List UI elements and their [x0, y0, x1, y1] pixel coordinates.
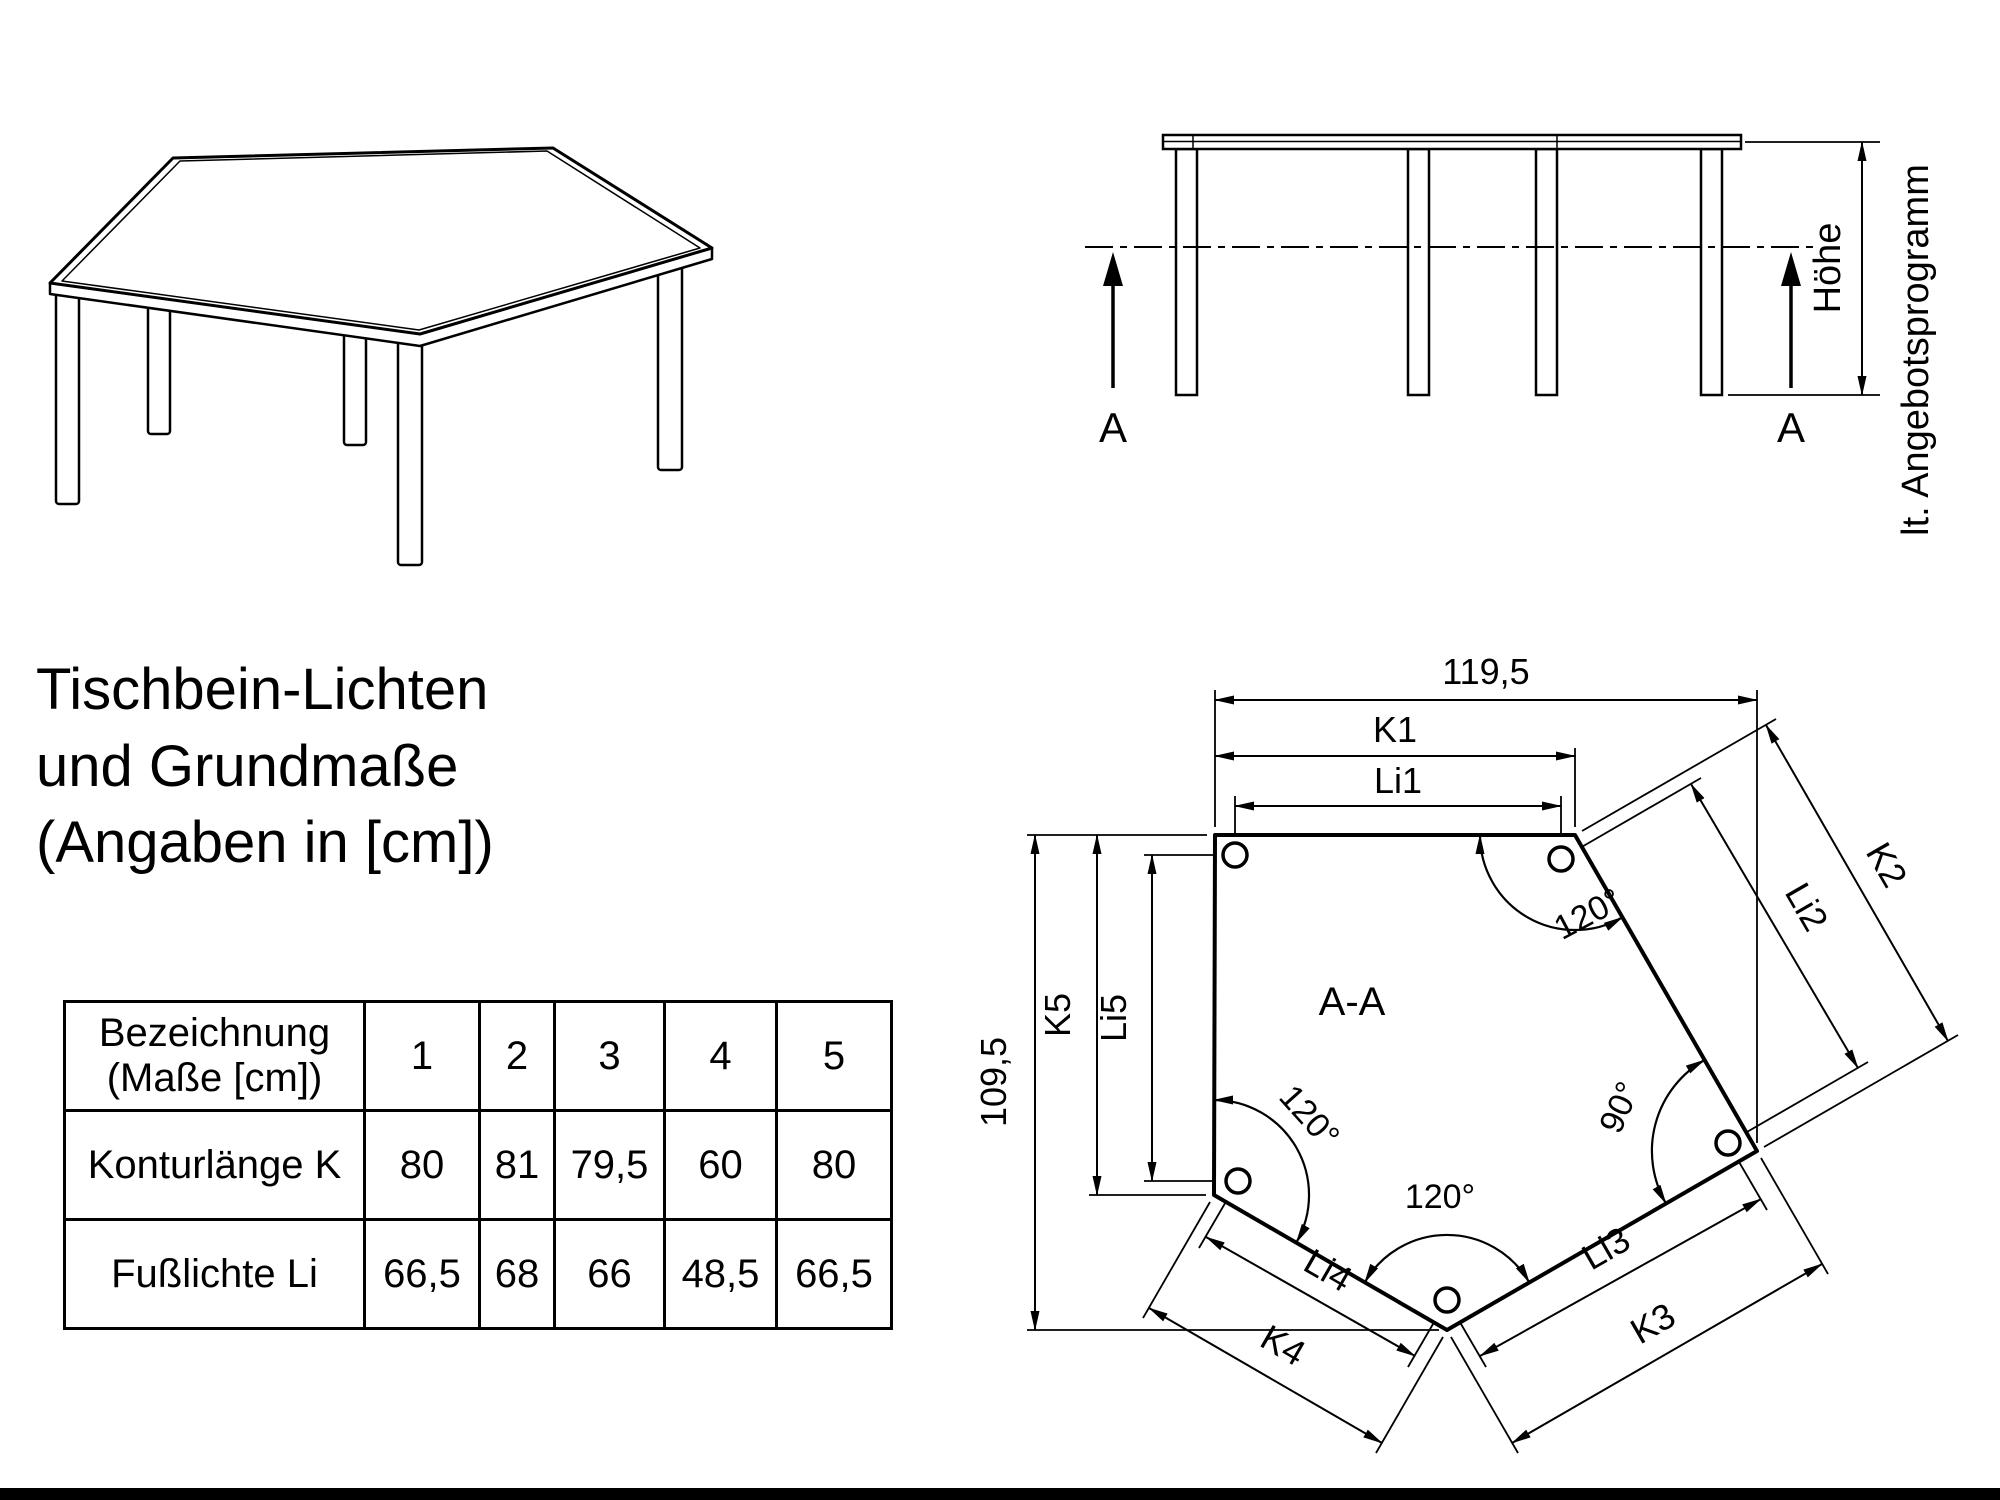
plan-view [1027, 690, 1959, 1454]
tabletop-rim-line [61, 150, 701, 331]
leg-circle [1714, 1129, 1742, 1157]
leg-circle [1224, 1167, 1252, 1195]
table-cell: 80 [775, 1109, 893, 1221]
dim-label-k4: K4 [1254, 1316, 1313, 1374]
table-header-cell: 4 [663, 1000, 778, 1112]
table-leg [1699, 147, 1724, 397]
table-leg [146, 304, 172, 436]
isometric-view [48, 146, 714, 567]
table-header-cell: 5 [775, 1000, 893, 1112]
title-line-1: Tischbein-Lichten [36, 657, 489, 722]
leg-circle [1221, 841, 1249, 869]
table-cell: 80 [363, 1109, 481, 1221]
table-cell: 66,5 [363, 1218, 481, 1330]
height-dim-label: Höhe [1807, 223, 1849, 314]
table-leg [1174, 147, 1199, 397]
side-elevation-view [1085, 133, 1880, 397]
table-row: Konturlänge K 80 81 79,5 60 80 [63, 1109, 893, 1221]
section-arrow-head [1781, 252, 1801, 286]
section-arrow-head [1103, 252, 1123, 286]
sheet-bottom-border [0, 1488, 2000, 1500]
table-header-row: Bezeichnung (Maße [cm]) 1 2 3 4 5 [63, 1000, 893, 1112]
table-leg [656, 252, 684, 472]
leg-circle [1433, 1286, 1461, 1314]
table-cell: 66 [553, 1218, 666, 1330]
dim-label-k2: K2 [1858, 835, 1916, 894]
table-leg [396, 339, 424, 567]
dim-label-k5: K5 [1037, 993, 1078, 1037]
section-label-right: A [1777, 404, 1805, 451]
dim-label-k1: K1 [1373, 709, 1417, 750]
dimension-lines [1030, 695, 1949, 1444]
angle-arc-120-top-right [1475, 834, 1624, 932]
header-label-line2: (Maße [cm]) [106, 1056, 323, 1100]
leg-circle [1547, 845, 1575, 873]
tabletop-top-face [48, 146, 714, 336]
table-cell: 68 [478, 1218, 556, 1330]
table-cell: 60 [663, 1109, 778, 1221]
angle-arc-90-right [1650, 1059, 1706, 1205]
dim-label-overall-height: 109,5 [973, 1037, 1014, 1127]
dim-label-li5: Li5 [1093, 994, 1134, 1042]
program-note-label: lt. Angebotsprogramm [1895, 164, 1937, 536]
title-line-3: (Angaben in [cm]) [36, 810, 494, 876]
section-label-left: A [1099, 404, 1127, 451]
angle-arcs [1213, 834, 1706, 1284]
dimension-table: Bezeichnung (Maße [cm]) 1 2 3 4 5 Kontur… [63, 1000, 893, 1330]
table-leg [54, 290, 81, 506]
table-cell: 79,5 [553, 1109, 666, 1221]
row-label-cell: Konturlänge K [63, 1109, 366, 1221]
title-block: Tischbein-Lichten und Grundmaße (Angaben… [36, 652, 494, 882]
angle-label-bottom: 120° [1405, 1178, 1475, 1216]
dim-label-overall-width: 119,5 [1442, 651, 1529, 692]
table-row: Fußlichte Li 66,5 68 66 48,5 66,5 [63, 1218, 893, 1330]
header-label-line1: Bezeichnung [98, 1011, 331, 1055]
row-label-cell: Fußlichte Li [63, 1218, 366, 1330]
table-leg [342, 328, 368, 447]
table-header-cell: 1 [363, 1000, 481, 1112]
dim-label-li1: Li1 [1374, 760, 1422, 801]
dim-label-k3: K3 [1623, 1294, 1682, 1352]
angle-arc-120-left [1213, 1095, 1311, 1244]
dim-label-li2: Li2 [1777, 876, 1837, 938]
table-cell: 66,5 [775, 1218, 893, 1330]
table-cell: 48,5 [663, 1218, 778, 1330]
table-cell: 81 [478, 1109, 556, 1221]
table-header-cell: Bezeichnung (Maße [cm]) [63, 1000, 366, 1112]
table-header-cell: 3 [553, 1000, 666, 1112]
angle-arc-120-bottom [1363, 1233, 1531, 1284]
section-view-title: A-A [1319, 980, 1386, 1024]
table-leg [1534, 147, 1559, 397]
title-line-2: und Grundmaße [36, 733, 459, 799]
table-header-cell: 2 [478, 1000, 556, 1112]
table-leg [1406, 147, 1431, 397]
